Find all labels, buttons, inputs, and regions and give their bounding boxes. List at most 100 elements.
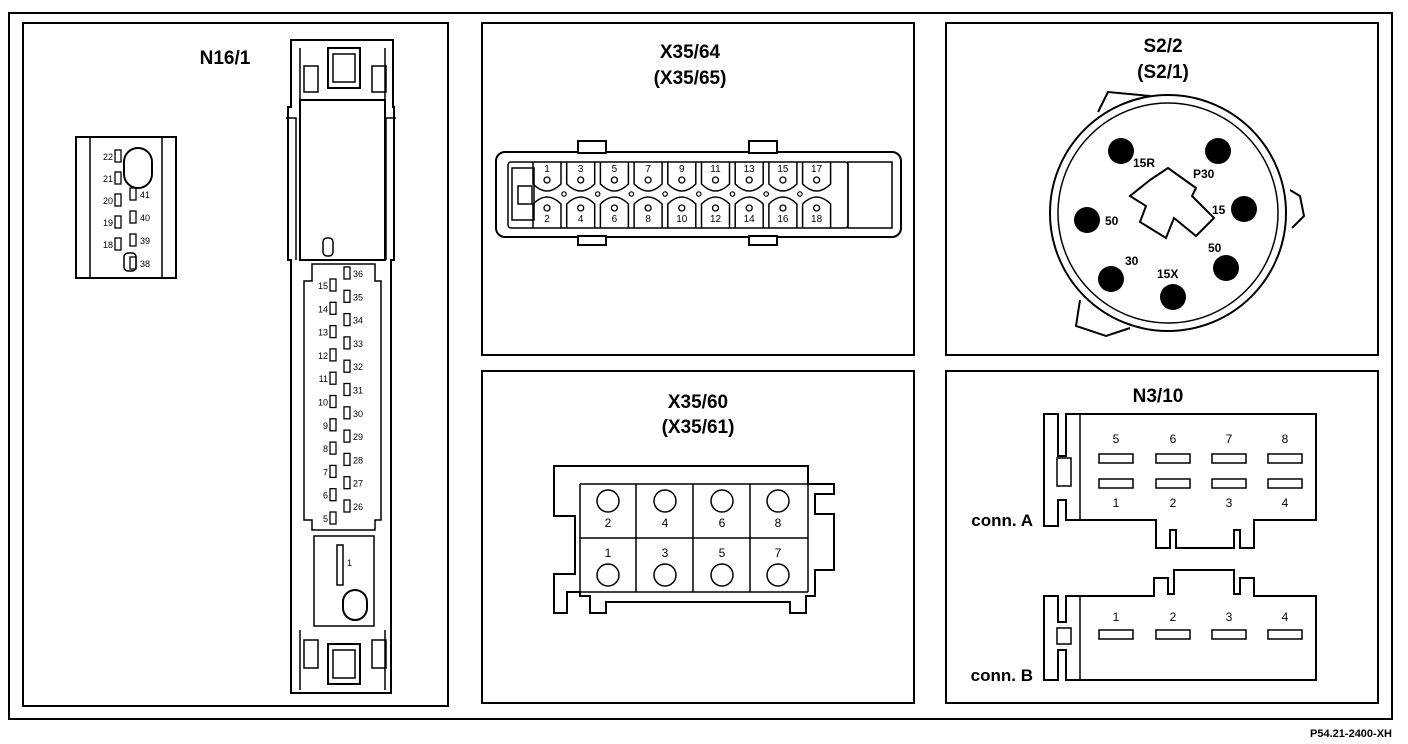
- key-cylinder: [1128, 166, 1216, 240]
- pin-label: 11: [710, 164, 721, 175]
- pin-label: 9: [323, 421, 328, 431]
- pin-label: 38: [140, 259, 150, 269]
- pin-cavity: [734, 196, 764, 228]
- pin-label: 8: [645, 214, 651, 225]
- pin-label: 26: [353, 502, 363, 512]
- pin-slot: [1211, 478, 1247, 489]
- pin-label: 20: [103, 196, 113, 206]
- latch-slot: [123, 147, 153, 189]
- pin-slot: [329, 418, 337, 432]
- conn-a-housing: [1043, 413, 1317, 549]
- outer-frame: [8, 12, 1393, 720]
- pin-contact: [745, 176, 753, 184]
- latch-tab: [577, 140, 607, 154]
- pin-label: 6: [323, 491, 328, 501]
- pin-slot: [1267, 629, 1303, 640]
- pin-slot: [1267, 478, 1303, 489]
- panel-x35-60-border: [481, 370, 915, 704]
- pin-slot: [329, 488, 337, 502]
- pin-label: 4: [1282, 496, 1289, 510]
- pin-cavity: [565, 162, 596, 192]
- top-lock-tab: [327, 47, 361, 89]
- connector-housing: [553, 465, 835, 614]
- pin-contact: [644, 176, 652, 184]
- pin-label: 29: [353, 432, 363, 442]
- panel-s2-2: S2/2 (S2/1) 15R P30 15 50 30 15X 50: [945, 22, 1379, 356]
- panel-subtitle: (X35/61): [662, 417, 735, 438]
- pin-slot: [343, 382, 351, 397]
- pin-label: 7: [323, 467, 328, 477]
- conn-b-label: conn. B: [971, 666, 1033, 685]
- pin-label: 30: [353, 409, 363, 419]
- terminal-15x-dot: [1160, 284, 1186, 310]
- pin-contact: [766, 563, 790, 587]
- pin-label: 33: [353, 339, 363, 349]
- pin-label: 12: [318, 351, 328, 361]
- pin-slot: [129, 256, 137, 270]
- connector-housing: [495, 151, 902, 238]
- pin-label: 3: [662, 546, 669, 560]
- pin-cavity: [633, 196, 663, 228]
- terminal-label-15x: 15X: [1157, 267, 1178, 281]
- pin-label: 7: [775, 546, 782, 560]
- conn-b-housing: [1043, 569, 1317, 681]
- pin-slot: [343, 452, 351, 467]
- pin-label: 15: [777, 164, 789, 175]
- pin-contact: [711, 176, 720, 184]
- pin-label: 6: [719, 516, 726, 530]
- panel-title: X35/60: [668, 392, 728, 413]
- pin-label: 1: [1113, 496, 1120, 510]
- pin-slot: [329, 511, 337, 525]
- pin-slot: [1211, 453, 1247, 464]
- pin-cavity: [801, 196, 832, 228]
- pin-label: 2: [1170, 496, 1177, 510]
- bottom-lock-tab: [327, 643, 361, 685]
- pin-label: 6: [612, 214, 618, 225]
- pin-slot: [1155, 629, 1191, 640]
- pin-label: 3: [1226, 610, 1233, 624]
- terminal-30-dot: [1098, 266, 1124, 292]
- pin-label: 2: [544, 214, 550, 225]
- pin-label: 4: [578, 214, 584, 225]
- pin-label: 18: [811, 214, 823, 225]
- separator-dot: [628, 191, 635, 197]
- x35-64-separators: [561, 191, 803, 197]
- pin-label: 19: [103, 218, 113, 228]
- pin-cavity: [532, 162, 562, 192]
- pin-contact: [678, 204, 686, 212]
- switch-mounting-tab: [1289, 189, 1306, 229]
- pin-contact: [812, 204, 821, 212]
- panel-title: S2/2: [1143, 36, 1182, 57]
- pin-contact: [678, 176, 686, 184]
- pin-label: 14: [744, 214, 756, 225]
- pin-label: 10: [676, 214, 688, 225]
- pin-label: 3: [1226, 496, 1233, 510]
- pin-cavity: [532, 196, 562, 228]
- pin-label: 16: [777, 214, 789, 225]
- pin-cavity: [700, 196, 731, 228]
- terminal-50-dot: [1074, 207, 1100, 233]
- pin-contact: [711, 204, 720, 212]
- pin-cavity: [734, 162, 764, 192]
- separator-dot: [695, 191, 702, 197]
- pin-contact: [577, 204, 585, 212]
- pin-label: 13: [318, 328, 328, 338]
- pin-contact: [779, 204, 787, 212]
- pin-slot: [114, 215, 122, 229]
- panel-title: X35/64: [660, 42, 721, 63]
- pin-slot: [1098, 629, 1134, 640]
- pin-label: 5: [1113, 432, 1120, 446]
- pin-label: 5: [323, 514, 328, 524]
- pin-label: 3: [578, 164, 584, 175]
- pin-slot: [343, 359, 351, 373]
- strain-relief: [313, 535, 375, 627]
- pin-contact: [766, 489, 790, 513]
